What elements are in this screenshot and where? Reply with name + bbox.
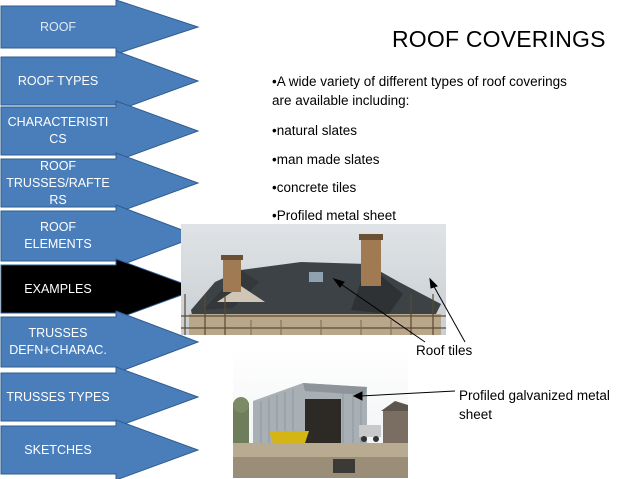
nav-arrow-shape <box>0 50 200 112</box>
bullet-man-made-slates: •man made slates <box>272 152 380 167</box>
slide-title: ROOF COVERINGS <box>392 26 606 52</box>
nav-label: SKETCHES <box>24 442 92 457</box>
nav-label: CHARACTERISTI CS <box>7 115 109 146</box>
nav-item-trusses-types[interactable]: TRUSSES TYPES <box>0 366 200 428</box>
nav-item-sketches[interactable]: SKETCHES <box>0 419 200 479</box>
bullet-intro: •A wide variety of different types of ro… <box>272 74 567 108</box>
bullet-concrete-tiles: •concrete tiles <box>272 180 357 195</box>
bullet-profiled-metal-sheet: •Profiled metal sheet <box>272 208 397 223</box>
nav-arrow-shape <box>0 310 200 374</box>
nav-label: ROOF <box>39 20 77 34</box>
nav-arrow-shape <box>0 152 200 214</box>
roof-tiles-photo <box>181 224 446 335</box>
nav-arrow-shape <box>0 419 200 479</box>
bullet-natural-slates: •natural slates <box>272 123 358 138</box>
nav-arrow-shape <box>0 204 200 268</box>
caption-roof-tiles: Roof tiles <box>416 343 473 358</box>
nav-item-roof-elements[interactable]: ROOF ELEMENTS <box>0 204 200 268</box>
nav-item-roof-types[interactable]: ROOF TYPES <box>0 50 200 112</box>
nav-arrow-shape <box>0 366 200 428</box>
nav-item-roof-trusses-rafters[interactable]: ROOF TRUSSES/RAFTE RS <box>0 152 200 214</box>
nav-arrow-shape <box>0 100 200 162</box>
nav-label: TRUSSES TYPES <box>6 389 110 404</box>
nav-arrow-shape <box>0 258 200 320</box>
caption-metal-sheet: Profiled galvanized metal sheet <box>459 388 610 422</box>
nav-item-characteristics[interactable]: CHARACTERISTI CS <box>0 100 200 162</box>
nav-label: EXAMPLES <box>24 281 92 296</box>
nav-item-trusses-defn[interactable]: TRUSSES DEFN+CHARAC. <box>0 310 200 374</box>
nav-item-roof[interactable]: ROOF <box>0 0 200 55</box>
nav-label: ROOF ELEMENTS <box>24 220 92 251</box>
nav-label: ROOF TRUSSES/RAFTE RS <box>6 158 110 207</box>
nav-arrow-shape <box>0 0 200 55</box>
nav-label: TRUSSES DEFN+CHARAC. <box>9 326 107 357</box>
metal-sheet-photo <box>233 347 408 478</box>
nav-label: ROOF TYPES <box>17 73 99 88</box>
nav-item-examples[interactable]: EXAMPLES <box>0 258 200 320</box>
